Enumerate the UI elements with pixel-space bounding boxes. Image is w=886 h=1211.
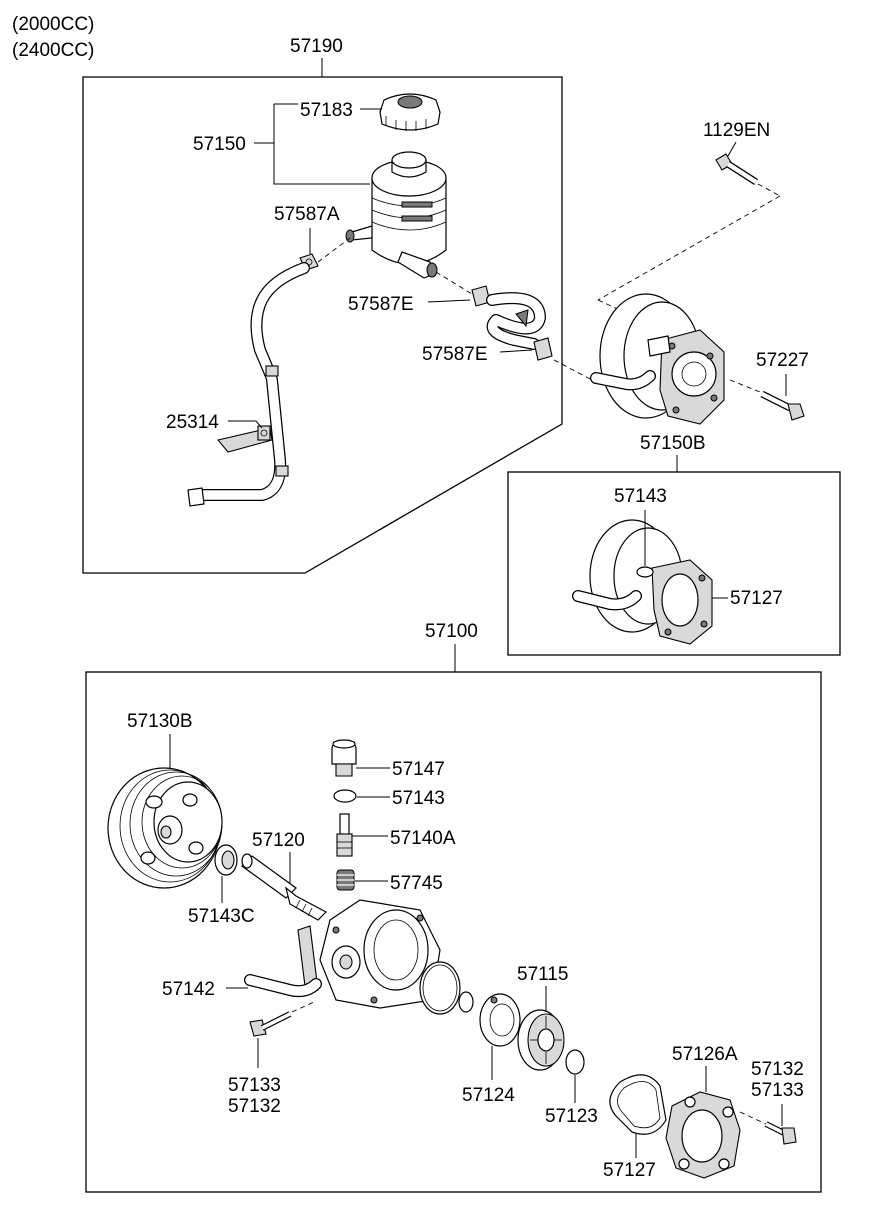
label-57123: 57123 <box>545 1106 598 1127</box>
label-57227: 57227 <box>756 350 809 371</box>
pump-inset-frame <box>507 471 841 656</box>
hose-bracket-25314 <box>217 425 273 453</box>
spring-57745 <box>336 869 355 891</box>
reservoir-group: 57190 57183 <box>82 36 563 574</box>
label-57143-inset: 57143 <box>614 486 667 507</box>
label-57140a: 57140A <box>390 828 456 849</box>
bolt-57133-57132 <box>249 1011 292 1037</box>
label-57132-cover: 57132 <box>751 1059 804 1080</box>
clamp-57587e-lower <box>533 337 553 361</box>
label-57127: 57127 <box>603 1160 656 1181</box>
suction-pipe-57142 <box>244 974 322 998</box>
pump-internals-frame <box>85 671 822 1193</box>
label-57150: 57150 <box>193 134 246 155</box>
label-57183: 57183 <box>300 100 353 121</box>
label-57100: 57100 <box>425 621 478 642</box>
small-oring <box>458 991 474 1013</box>
label-57120: 57120 <box>252 830 305 851</box>
label-57133-bracket: 57133 <box>228 1075 281 1096</box>
label-57124: 57124 <box>462 1085 515 1106</box>
label-57133-cover: 57133 <box>751 1080 804 1101</box>
label-57190: 57190 <box>290 36 343 57</box>
bolt-1129en <box>715 153 758 185</box>
engine-note-2400cc: (2400CC) <box>12 40 94 61</box>
snap-ring-57123 <box>565 1049 585 1075</box>
pump-assembly-upper: 1129EN 57227 <box>553 120 809 425</box>
seal-57143c <box>214 844 238 876</box>
rotor-57115 <box>517 1009 565 1071</box>
label-57130b: 57130B <box>127 711 193 732</box>
label-57587a: 57587A <box>274 204 340 225</box>
bolt-57132-57133-cover <box>764 1121 797 1145</box>
label-57150b: 57150B <box>640 433 706 454</box>
label-57126a: 57126A <box>672 1044 738 1065</box>
pump-internals: 57100 57130B 57143C <box>85 621 822 1193</box>
reservoir-tank <box>345 151 447 279</box>
label-57147: 57147 <box>392 759 445 780</box>
label-57143: 57143 <box>392 788 445 809</box>
reservoir-group-frame <box>82 76 563 574</box>
pulley-57130b <box>107 767 223 889</box>
pump-assembly-inset: 57150B 57143 57127 <box>507 433 841 656</box>
label-57132-bracket: 57132 <box>228 1096 281 1117</box>
oring-57143 <box>333 789 357 803</box>
pump-body-upper <box>590 293 725 425</box>
supply-hose <box>486 292 546 350</box>
label-57127-inset: 57127 <box>730 588 783 609</box>
housing-oring <box>419 961 461 1015</box>
label-57745: 57745 <box>390 873 443 894</box>
oring-57143-inset <box>636 566 654 578</box>
bolt-57227 <box>760 390 805 421</box>
gasket-57127 <box>609 1074 667 1135</box>
cam-ring-57124 <box>479 993 521 1047</box>
pump-housing <box>297 899 441 1009</box>
flow-valve-57140a <box>336 813 353 857</box>
rear-cover-57126a <box>665 1091 741 1179</box>
label-57587e-upper: 57587E <box>348 294 414 315</box>
label-25314: 25314 <box>166 412 219 433</box>
label-1129en: 1129EN <box>703 120 770 141</box>
reservoir-cap <box>379 93 441 131</box>
label-57143c: 57143C <box>188 906 255 927</box>
label-57142: 57142 <box>162 979 215 1000</box>
label-57587e-lower: 57587E <box>422 344 488 365</box>
label-57115: 57115 <box>517 964 568 985</box>
connector-57147 <box>331 739 357 777</box>
engine-note-2000cc: (2000CC) <box>12 14 94 35</box>
return-hose <box>187 262 310 507</box>
shaft-57120 <box>241 853 327 921</box>
